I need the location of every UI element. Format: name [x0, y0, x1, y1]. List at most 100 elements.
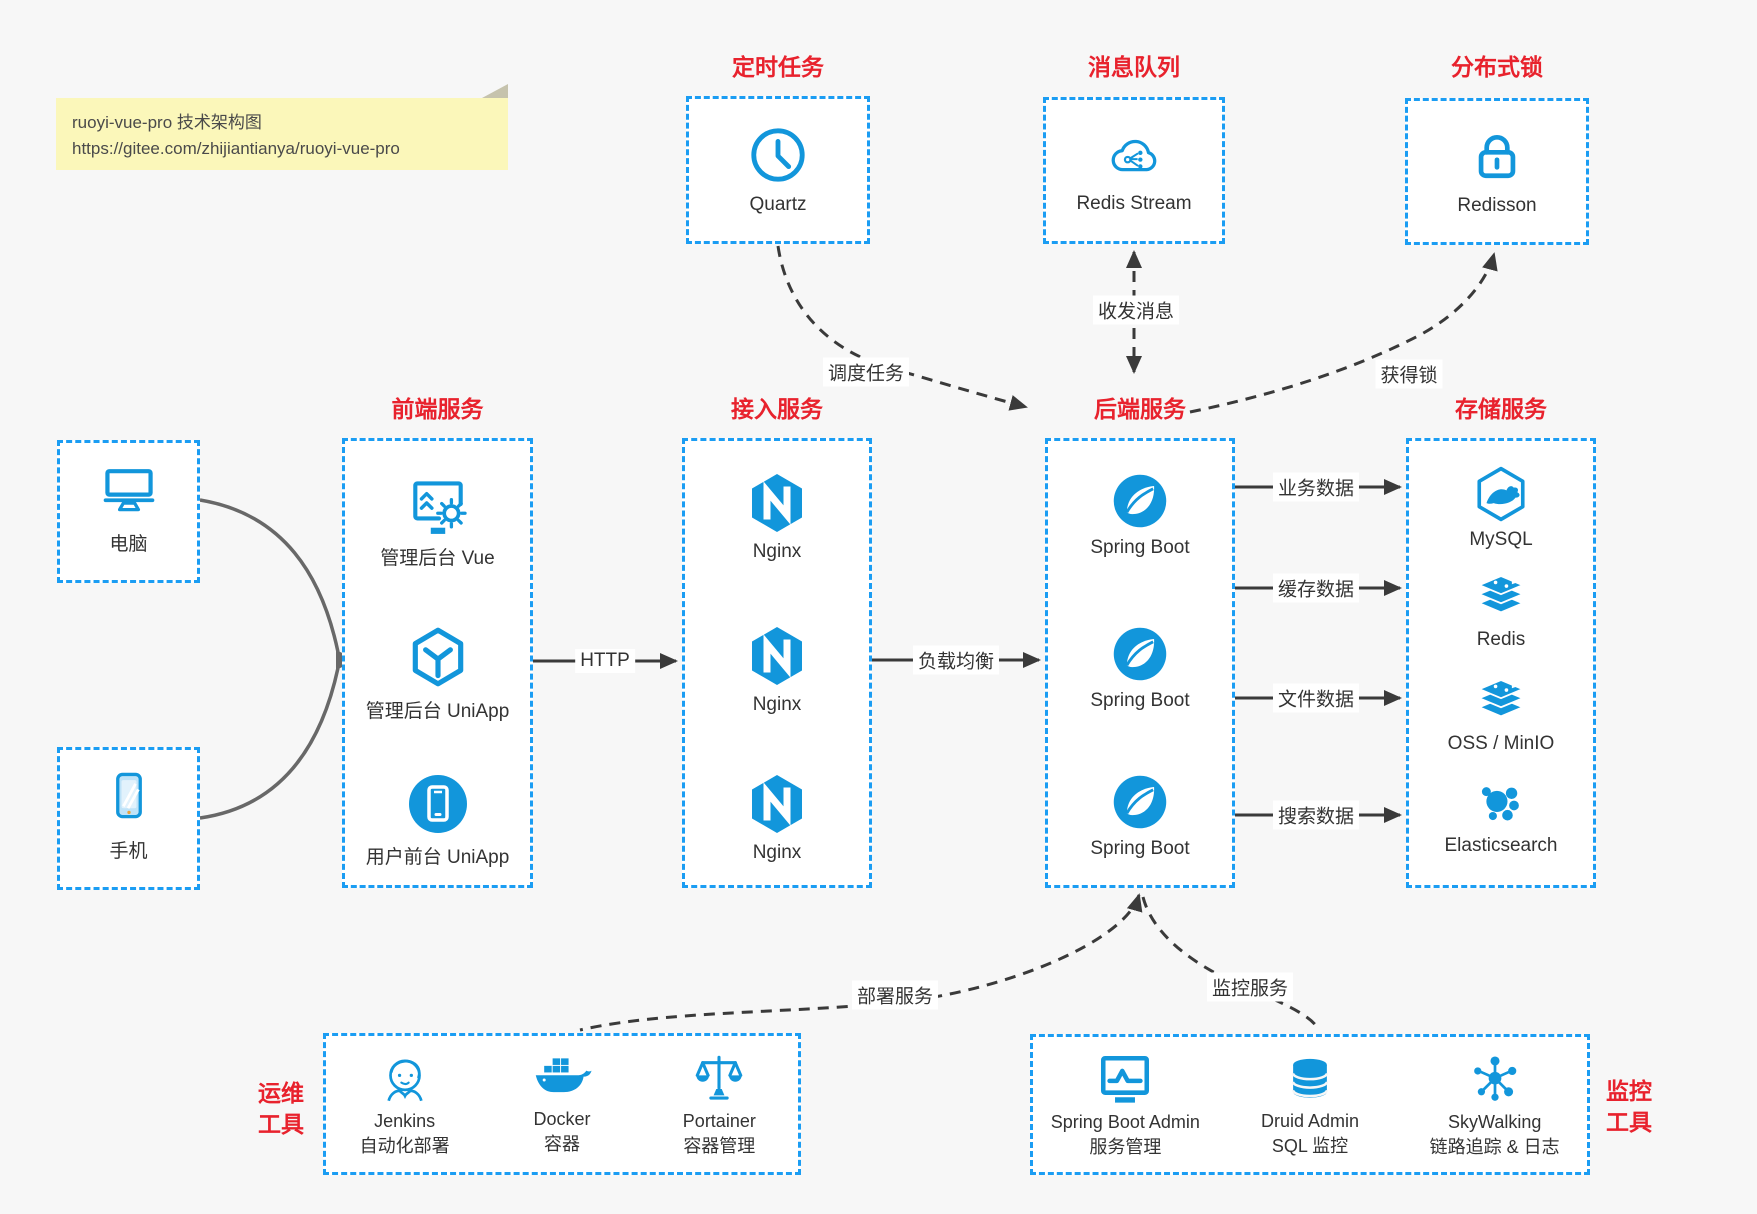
docker-label: Docker: [533, 1109, 591, 1130]
quartz-box: Quartz: [686, 96, 870, 244]
access-item-nginx-2: Nginx: [685, 624, 869, 716]
skywalking-icon: [1473, 1056, 1516, 1101]
title-monitoring-tools: 监控 工具: [1598, 1076, 1660, 1138]
backend-item-spring-2: Spring Boot: [1048, 624, 1232, 712]
title-storage-services: 存储服务: [1455, 396, 1547, 422]
elasticsearch-icon: [1481, 787, 1519, 821]
admin-vue-label: 管理后台 Vue: [380, 548, 495, 569]
elasticsearch-label: Elasticsearch: [1444, 835, 1558, 856]
access-item-nginx-1: Nginx: [685, 471, 869, 563]
edge-label-lock: 获得锁: [1375, 359, 1443, 389]
redis-icon: [1476, 679, 1526, 718]
storage-item-elasticsearch: Elasticsearch: [1409, 777, 1593, 857]
mon-title-line1: 监控: [1606, 1078, 1652, 1104]
phone-client-box: 手机: [57, 747, 200, 890]
title-scheduled-tasks: 定时任务: [732, 54, 824, 80]
frontend-item-admin-uniapp: 管理后台 UniApp: [345, 624, 530, 723]
redis-icon: [1476, 575, 1526, 614]
portainer-sub-label: 容器管理: [683, 1136, 756, 1156]
access-services-box: Nginx Nginx Nginx: [682, 438, 872, 888]
ops-title-line1: 运维: [258, 1080, 304, 1106]
docker-icon: [535, 1058, 592, 1093]
sticky-note: ruoyi-vue-pro 技术架构图 https://gitee.com/zh…: [56, 84, 508, 170]
title-distributed-lock: 分布式锁: [1451, 54, 1543, 80]
clock-icon: [751, 128, 805, 182]
redis-label: Redis: [1476, 629, 1526, 650]
edge-label-deploy: 部署服务: [851, 980, 939, 1010]
monitoring-tools-box: Spring Boot Admin 服务管理 Druid Admin SQL 监…: [1030, 1034, 1590, 1175]
edge-label-schedule: 调度任务: [822, 357, 910, 387]
mon-item-spring-boot-admin: Spring Boot Admin 服务管理: [1033, 1051, 1218, 1158]
redisson-label: Redisson: [1457, 194, 1537, 216]
jenkins-sub-label: 自动化部署: [359, 1136, 450, 1156]
skywalking-label: SkyWalking: [1448, 1111, 1542, 1132]
ops-item-jenkins: Jenkins 自动化部署: [326, 1050, 483, 1157]
spring-icon: [1113, 627, 1167, 681]
spring-boot-label: Spring Boot: [1090, 537, 1190, 558]
storage-item-mysql: MySQL: [1409, 465, 1593, 551]
backend-item-spring-3: Spring Boot: [1048, 772, 1232, 860]
title-frontend-services: 前端服务: [391, 396, 484, 422]
phone-label: 手机: [109, 841, 148, 862]
access-item-nginx-3: Nginx: [685, 772, 869, 864]
pc-label: 电脑: [109, 534, 148, 555]
ops-tools-box: Jenkins 自动化部署 Docker 容器: [323, 1033, 801, 1175]
title-message-queue: 消息队列: [1088, 54, 1180, 80]
edge-label-search-data: 搜索数据: [1272, 800, 1360, 830]
edge-label-load-balance: 负载均衡: [912, 645, 1000, 675]
uniapp-cube-icon: [412, 627, 463, 687]
admin-uniapp-label: 管理后台 UniApp: [365, 701, 510, 722]
cloud-share-icon: [1111, 139, 1157, 171]
user-app-icon: [408, 775, 467, 833]
spring-boot-admin-icon: [1101, 1055, 1150, 1103]
ops-item-portainer: Portainer 容器管理: [641, 1050, 798, 1157]
edge-label-monitor: 监控服务: [1206, 972, 1294, 1002]
title-backend-services: 后端服务: [1094, 396, 1186, 422]
edge-label-http: HTTP: [575, 649, 635, 673]
edge-label-cache-data: 缓存数据: [1272, 573, 1360, 603]
nginx-label: Nginx: [752, 694, 802, 715]
title-access-services: 接入服务: [731, 396, 823, 422]
phone-icon: [115, 772, 142, 819]
title-ops-tools: 运维 工具: [250, 1078, 312, 1140]
nginx-icon: [752, 627, 802, 685]
nginx-icon: [752, 775, 802, 833]
spring-boot-label: Spring Boot: [1090, 690, 1190, 711]
note-title: ruoyi-vue-pro 技术架构图: [72, 113, 262, 132]
nginx-icon: [752, 474, 802, 532]
mysql-label: MySQL: [1469, 529, 1533, 550]
frontend-item-user-uniapp: 用户前台 UniApp: [345, 772, 530, 869]
storage-services-box: MySQL Redis: [1406, 438, 1596, 888]
frontend-item-admin-vue: 管理后台 Vue: [345, 471, 530, 570]
nginx-label: Nginx: [752, 541, 802, 562]
skywalking-sub-label: 链路追踪 & 日志: [1429, 1136, 1560, 1157]
mon-title-line2: 工具: [1606, 1109, 1652, 1136]
backend-item-spring-1: Spring Boot: [1048, 471, 1232, 559]
edge-label-file-data: 文件数据: [1272, 683, 1360, 713]
desktop-icon: [103, 469, 154, 512]
redis-stream-box: Redis Stream: [1043, 97, 1225, 244]
admin-vue-icon: [412, 481, 467, 534]
jenkins-icon: [387, 1059, 423, 1102]
backend-services-box: Spring Boot Spring Boot Spring Boot: [1045, 438, 1235, 888]
oss-minio-label: OSS / MinIO: [1447, 733, 1555, 754]
ops-title-line2: 工具: [258, 1111, 304, 1138]
note-fold-icon: [482, 84, 508, 98]
note-url: https://gitee.com/zhijiantianya/ruoyi-vu…: [72, 139, 400, 159]
storage-item-redis: Redis: [1409, 569, 1593, 651]
druid-label: Druid Admin: [1260, 1110, 1360, 1131]
mon-item-druid: Druid Admin SQL 监控: [1218, 1052, 1403, 1157]
redis-stream-label: Redis Stream: [1076, 192, 1192, 214]
client-to-frontend-curves: [199, 498, 340, 820]
mon-item-skywalking: SkyWalking 链路追踪 & 日志: [1402, 1051, 1587, 1158]
user-uniapp-label: 用户前台 UniApp: [365, 847, 510, 868]
jenkins-label: Jenkins: [374, 1111, 436, 1132]
spring-boot-admin-label: Spring Boot Admin: [1050, 1111, 1200, 1132]
spring-icon: [1113, 474, 1167, 528]
portainer-label: Portainer: [682, 1111, 756, 1132]
quartz-label: Quartz: [749, 194, 807, 215]
storage-item-oss-minio: OSS / MinIO: [1409, 673, 1593, 755]
nginx-label: Nginx: [752, 842, 802, 863]
spring-icon: [1113, 775, 1167, 829]
